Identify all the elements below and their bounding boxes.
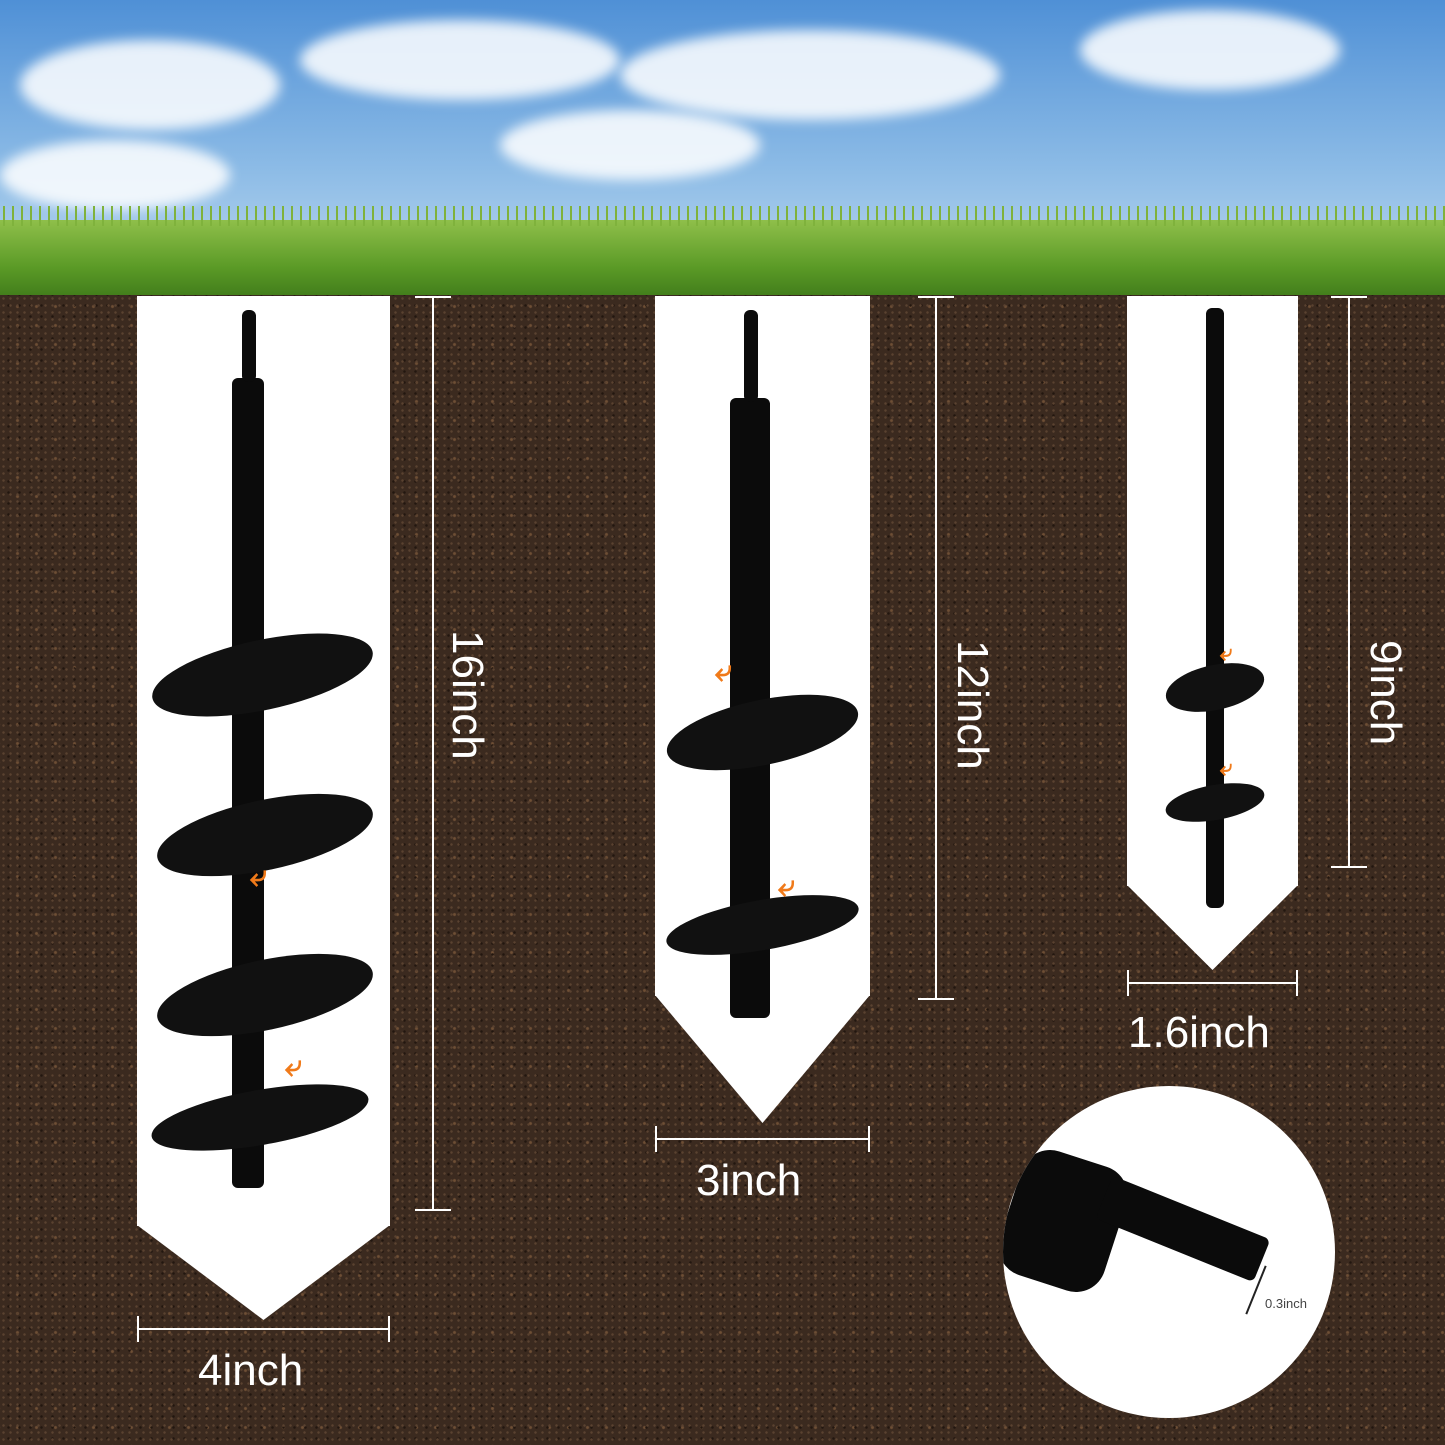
auger-shaft-large <box>232 378 264 1188</box>
cloud <box>0 140 230 210</box>
cloud <box>20 40 280 130</box>
dimension-cap <box>1127 970 1129 996</box>
cloud <box>500 110 760 180</box>
dimension-cap <box>388 1316 390 1342</box>
height-dimension-line <box>935 296 937 1000</box>
shank-detail-circle: 0.3inch <box>1003 1086 1335 1418</box>
height-dimension-line <box>432 296 434 1211</box>
dimension-cap <box>655 1126 657 1152</box>
dimension-cap <box>137 1316 139 1342</box>
width-label-medium: 3inch <box>696 1156 802 1205</box>
auger-shank-large <box>242 310 256 382</box>
height-label-medium: 12inch <box>948 640 997 770</box>
auger-shaft-small <box>1206 308 1224 908</box>
rotation-arrow-icon: ⤶ <box>285 1050 302 1083</box>
height-label-large: 16inch <box>443 630 492 760</box>
dimension-cap <box>918 998 954 1000</box>
width-label-large: 4inch <box>198 1346 304 1395</box>
grass-strip <box>0 206 1445 300</box>
cloud <box>1080 10 1340 90</box>
width-dimension-line <box>655 1138 870 1140</box>
rotation-arrow-icon: ⤶ <box>1220 755 1233 780</box>
dimension-cap <box>1331 866 1367 868</box>
width-label-small: 1.6inch <box>1128 1008 1270 1057</box>
hex-shank <box>1095 1175 1271 1283</box>
rotation-arrow-icon: ⤶ <box>250 860 267 893</box>
dimension-cap <box>868 1126 870 1152</box>
auger-shank-medium <box>744 310 758 402</box>
cloud <box>620 30 1000 120</box>
dimension-cap <box>918 296 954 298</box>
height-label-small: 9inch <box>1361 640 1410 746</box>
dimension-cap <box>415 296 451 298</box>
shank-label: 0.3inch <box>1265 1296 1307 1311</box>
width-dimension-line <box>1127 982 1298 984</box>
dimension-cap <box>1296 970 1298 996</box>
rotation-arrow-icon: ⤶ <box>1220 640 1233 665</box>
rotation-arrow-icon: ⤶ <box>715 655 732 688</box>
width-dimension-line <box>137 1328 390 1330</box>
height-dimension-line <box>1348 296 1350 868</box>
dimension-cap <box>1331 296 1367 298</box>
dimension-cap <box>415 1209 451 1211</box>
rotation-arrow-icon: ⤶ <box>778 870 795 903</box>
cloud <box>300 20 620 100</box>
